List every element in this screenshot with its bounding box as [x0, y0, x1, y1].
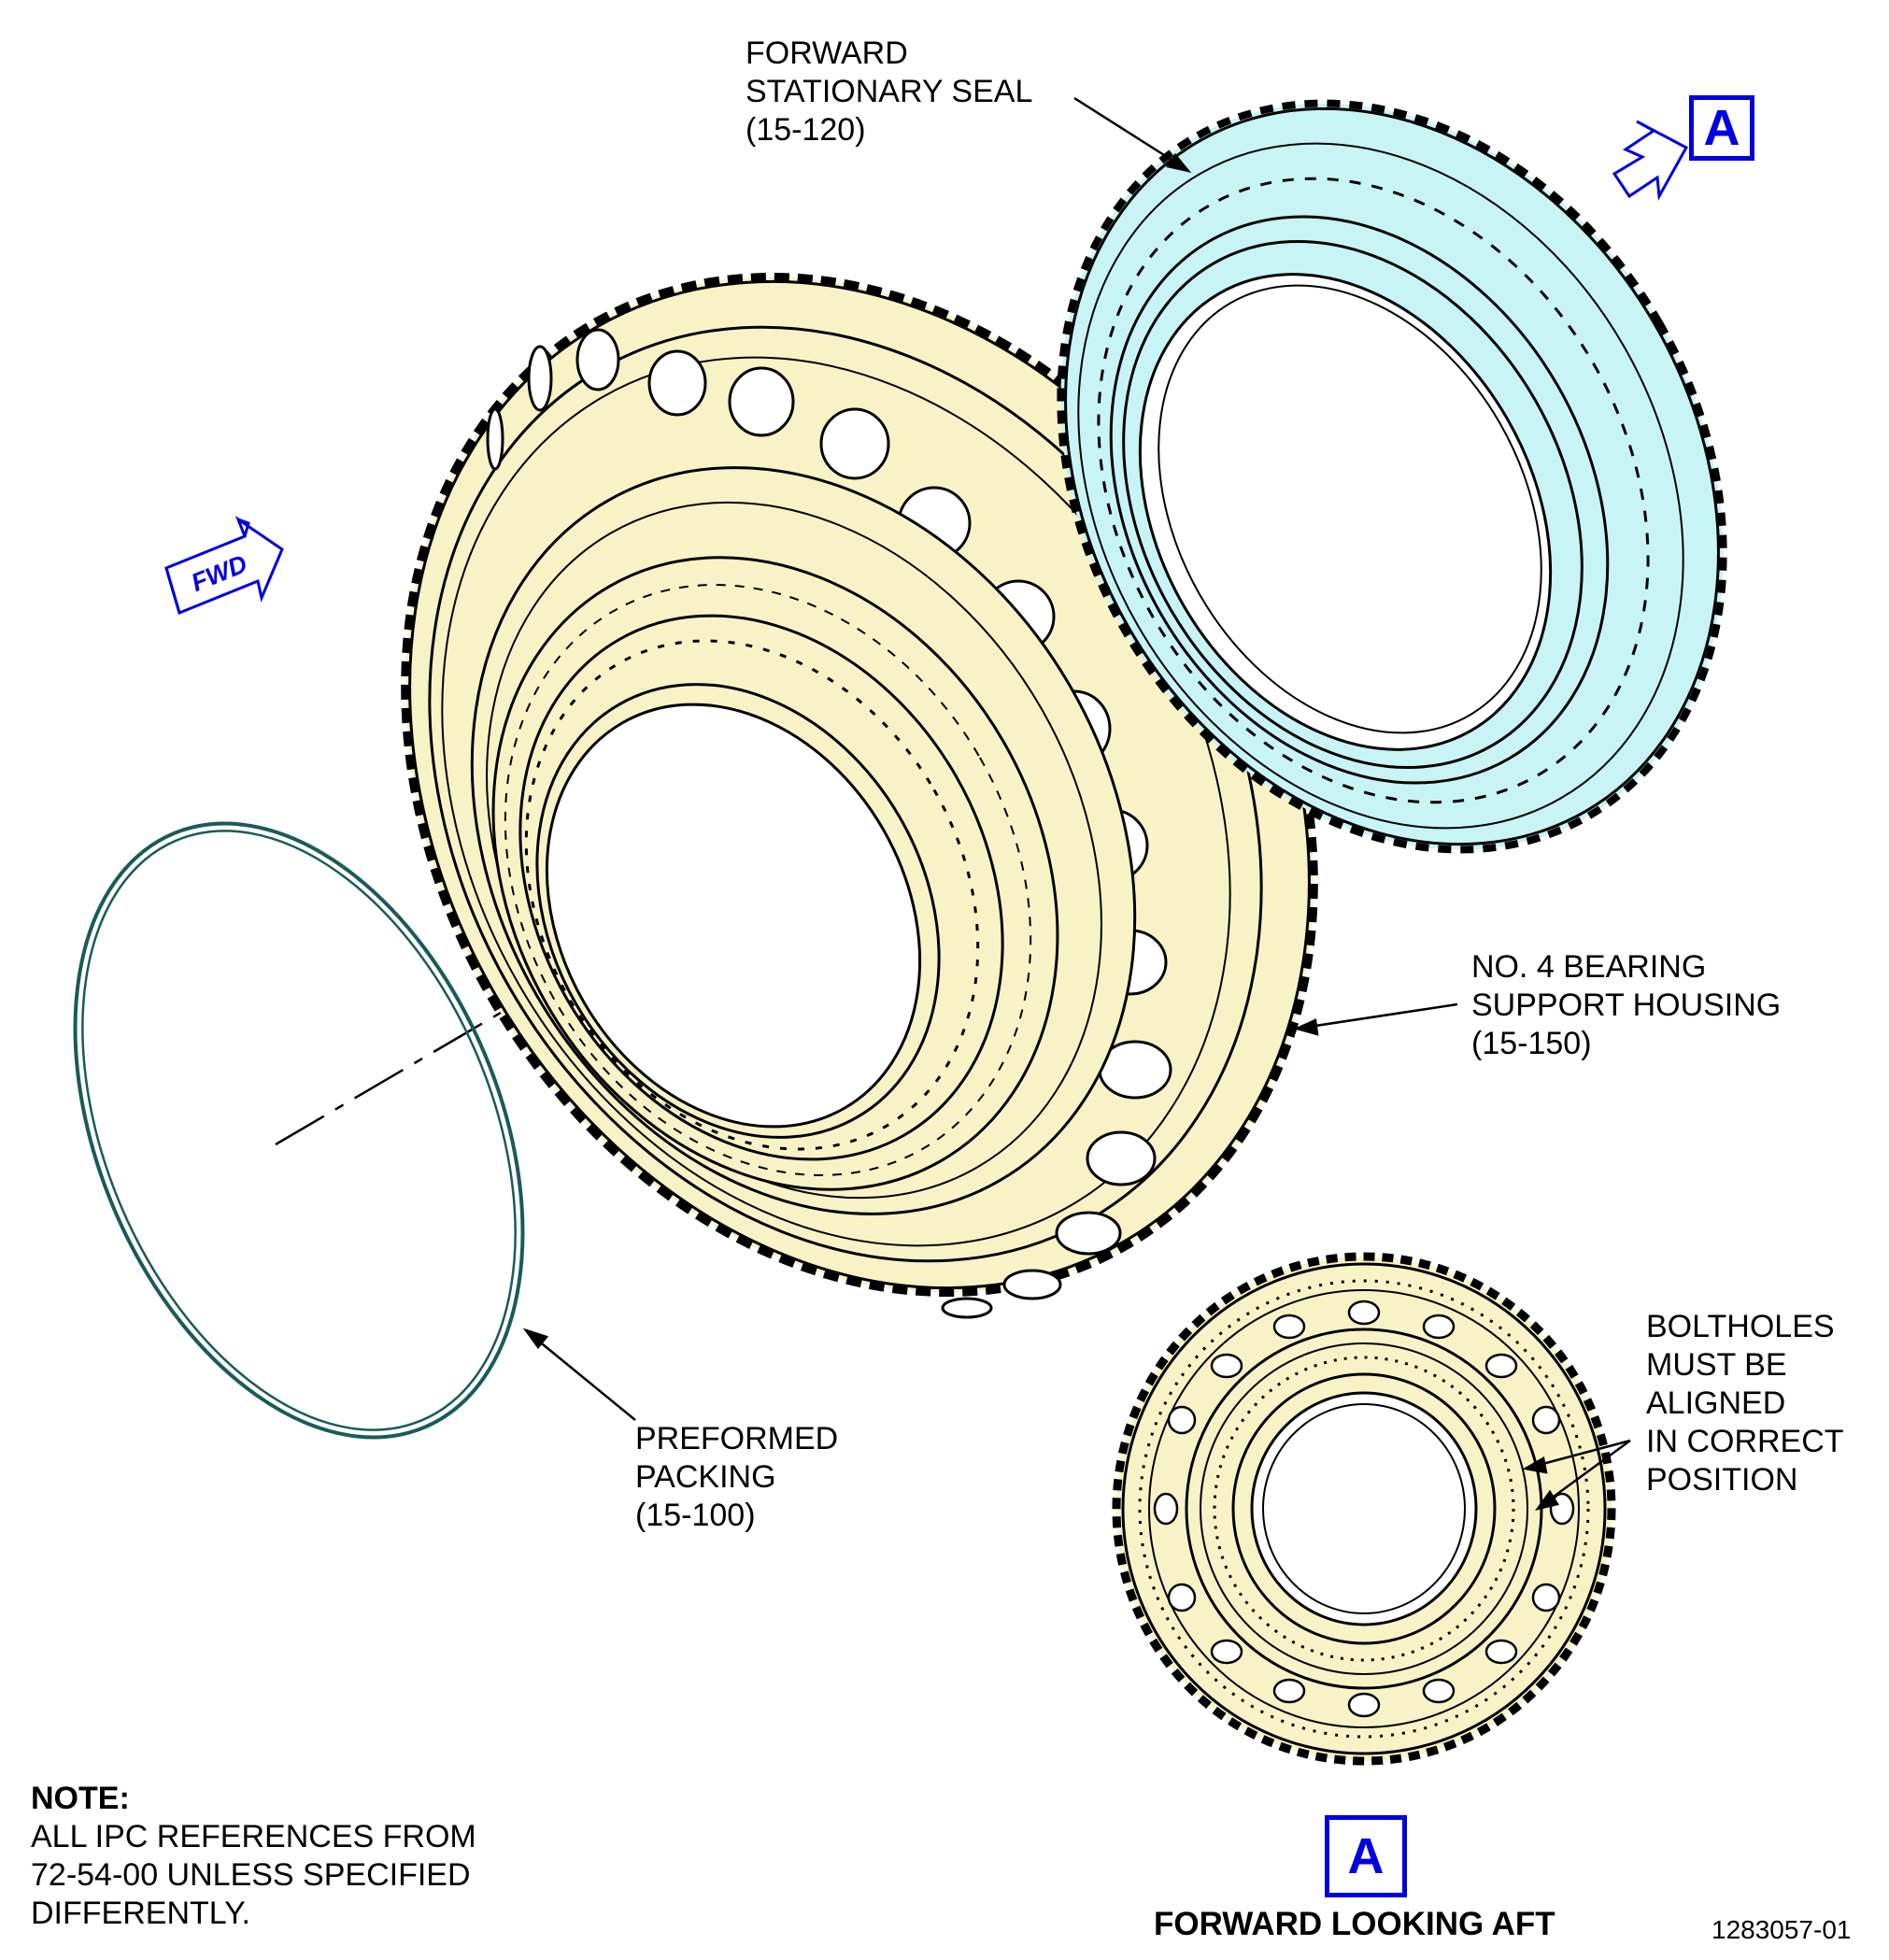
note-block: NOTE: ALL IPC REFERENCES FROM 72-54-00 U… — [31, 1781, 476, 1931]
fwd-arrow-icon — [164, 516, 284, 616]
note-title: NOTE: — [31, 1781, 130, 1816]
leader-lines — [522, 96, 1631, 1511]
view-a-arrow — [1612, 120, 1689, 201]
detail-caption: FORWARD LOOKING AFT — [1154, 1906, 1555, 1942]
view-a-box-bottom: A — [1325, 1815, 1407, 1897]
callout-preformed-packing: PREFORMED PACKING (15-100) — [635, 1421, 839, 1533]
callout-boltholes: BOLTHOLES MUST BE ALIGNED IN CORRECT POS… — [1646, 1309, 1844, 1498]
callout-forward-stationary-seal: FORWARD STATIONARY SEAL (15-120) — [746, 36, 1033, 148]
view-a-detail — [1112, 1252, 1616, 1766]
forward-stationary-seal — [1057, 99, 1727, 854]
callout-bearing-support-housing: NO. 4 BEARING SUPPORT HOUSING (15-150) — [1471, 949, 1782, 1061]
view-a-box-top: A — [1689, 95, 1754, 161]
drawing-number: 1283057-01 — [1711, 1915, 1852, 1944]
preformed-packing — [73, 821, 525, 1440]
